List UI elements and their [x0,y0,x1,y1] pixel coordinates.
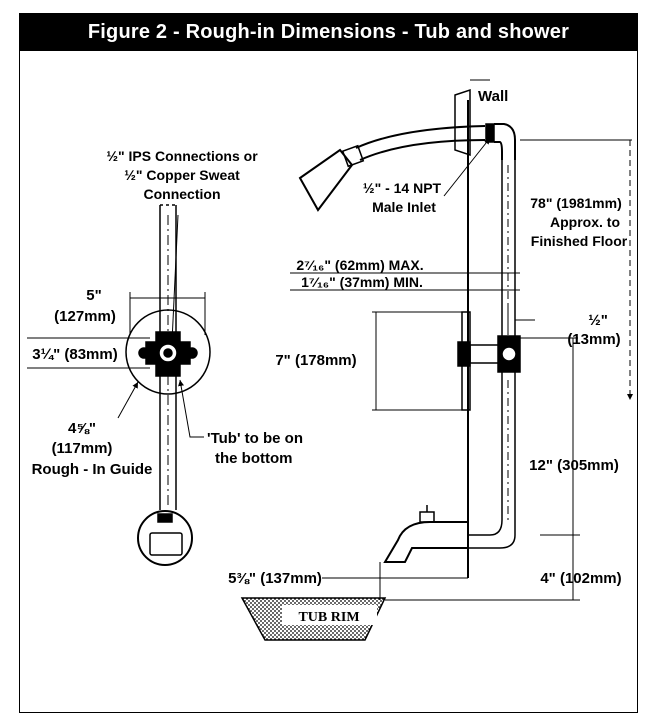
label-tub-line2: the bottom [215,450,292,467]
label-three-quarter: 3¼" (83mm) [32,346,117,363]
label-five-three-eighths: 5⅜" (137mm) [228,570,322,587]
label-guide-in: 4⅝" [68,420,96,437]
label-tub-line1: 'Tub' to be on [207,430,303,447]
label-inlet-line1: ½" - 14 NPT [363,180,442,196]
title-banner [19,13,638,51]
valve-body-side [457,335,521,373]
label-floor-line3: Finished Floor [531,233,628,249]
side-view [240,79,633,641]
label-four: 4" (102mm) [540,570,621,587]
label-half-in: ½" [588,312,608,329]
label-ips-line2: ½" Copper Sweat [124,167,240,183]
shower-head [298,144,365,212]
label-inlet-line2: Male Inlet [372,199,436,215]
label-seven: 7" (178mm) [275,352,356,369]
label-five-in: 5" [86,287,101,304]
tub-spout-side [383,505,468,563]
label-floor-line2: Approx. to [550,214,620,230]
label-ips-line1: ½" IPS Connections or [106,148,258,164]
label-half-mm: (13mm) [567,331,620,348]
label-ips-line3: Connection [144,186,221,202]
label-tub-rim: TUB RIM [298,610,359,625]
label-floor-line1: 78" (1981mm) [530,195,621,211]
label-max: 2⁷⁄₁₆" (62mm) MAX. [296,257,423,273]
label-guide-text: Rough - In Guide [32,461,153,478]
label-five-mm: (127mm) [54,308,116,325]
label-min: 1⁷⁄₁₆" (37mm) MIN. [301,274,423,290]
valve-body-front [138,331,198,377]
front-view [27,204,211,566]
label-wall: Wall [478,88,508,105]
figure-title: Figure 2 - Rough-in Dimensions - Tub and… [87,21,570,43]
label-twelve: 12" (305mm) [529,457,619,474]
tub-spout-front [137,510,193,566]
label-guide-mm: (117mm) [52,440,113,457]
